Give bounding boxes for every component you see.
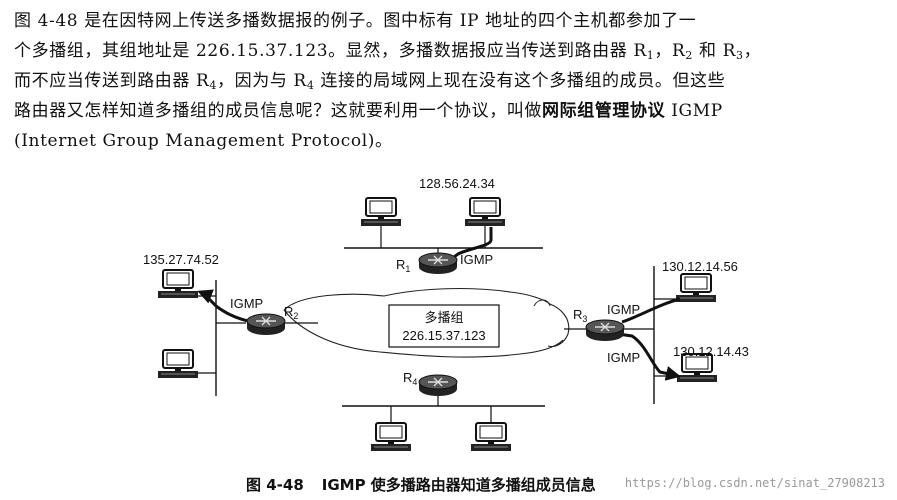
line-2-text: 个多播组，其组地址是 226.15.37.123。显然，多播数据报应当传送到路由… bbox=[14, 41, 647, 61]
body-paragraph: 图 4-48 是在因特网上传送多播数据报的例子。图中标有 IP 地址的四个主机都… bbox=[14, 6, 886, 156]
r4-subscript-a: 4 bbox=[209, 79, 218, 92]
ip-label-right-2: 130.12.14.43 bbox=[673, 344, 749, 359]
paragraph-line-2: 个多播组，其组地址是 226.15.37.123。显然，多播数据报应当传送到路由… bbox=[14, 36, 886, 66]
line-5-text: (Internet Group Management Protocol)。 bbox=[14, 131, 393, 151]
paragraph-line-5: (Internet Group Management Protocol)。 bbox=[14, 126, 886, 156]
router-r2 bbox=[246, 313, 286, 336]
igmp-path-right-2 bbox=[617, 332, 681, 381]
router-label-r1: R1 bbox=[396, 257, 410, 274]
ip-label-right-1: 130.12.14.56 bbox=[662, 259, 738, 274]
igmp-label-r2: IGMP bbox=[230, 296, 263, 311]
igmp-label-r3-bottom: IGMP bbox=[607, 350, 640, 365]
line-3-mid: ，因为与 R bbox=[217, 71, 307, 91]
paragraph-line-4: 路由器又怎样知道多播组的成员信息呢？这就要利用一个协议，叫做网际组管理协议 IG… bbox=[14, 96, 886, 126]
router-r3 bbox=[585, 319, 625, 342]
line-2-end: ， bbox=[743, 41, 762, 61]
host-left-bottom bbox=[157, 349, 199, 379]
ip-label-left: 135.27.74.52 bbox=[143, 252, 219, 267]
router-label-r2: R2 bbox=[284, 304, 298, 321]
host-left-member bbox=[157, 269, 199, 299]
igmp-label-r1: IGMP bbox=[460, 252, 493, 267]
figure-caption: 图 4-48 IGMP 使多播路由器知道多播组成员信息 bbox=[246, 474, 596, 495]
r1-subscript: 1 bbox=[646, 49, 655, 62]
igmp-label-r3-top: IGMP bbox=[607, 302, 640, 317]
line-2-sep-2: 和 R bbox=[693, 41, 737, 61]
group-address: 226.15.37.123 bbox=[402, 328, 485, 343]
r3-subscript: 3 bbox=[736, 49, 744, 62]
router-r1 bbox=[418, 252, 458, 275]
line-4-end: IGMP bbox=[665, 101, 723, 121]
watermark-url: https://blog.csdn.net/sinat_27908213 bbox=[624, 476, 885, 490]
router-r4 bbox=[418, 374, 458, 397]
r2-subscript: 2 bbox=[685, 49, 693, 62]
multicast-group-box bbox=[388, 304, 500, 348]
internet-cloud bbox=[283, 287, 570, 358]
paragraph-line-1: 图 4-48 是在因特网上传送多播数据报的例子。图中标有 IP 地址的四个主机都… bbox=[14, 6, 886, 36]
figure-number: 图 4-48 bbox=[246, 476, 304, 494]
host-right-member-1 bbox=[675, 273, 717, 303]
igmp-term-bold: 网际组管理协议 bbox=[542, 101, 666, 121]
r4-subscript-b: 4 bbox=[306, 79, 315, 92]
igmp-network-diagram: 多播组 226.15.37.123 128.56.24.34 135.27.74… bbox=[143, 176, 749, 452]
host-bottom-right bbox=[470, 422, 512, 452]
group-title: 多播组 bbox=[424, 310, 463, 325]
router-label-r4: R4 bbox=[403, 370, 417, 387]
line-4-text: 路由器又怎样知道多播组的成员信息呢？这就要利用一个协议，叫做 bbox=[14, 101, 542, 121]
host-bottom-left bbox=[370, 422, 412, 452]
paragraph-line-3: 而不应当传送到路由器 R4，因为与 R4 连接的局域网上现在没有这个多播组的成员… bbox=[14, 66, 886, 96]
ip-label-top: 128.56.24.34 bbox=[419, 176, 495, 191]
line-2-sep-1: ，R bbox=[654, 41, 686, 61]
line-1-text: 图 4-48 是在因特网上传送多播数据报的例子。图中标有 IP 地址的四个主机都… bbox=[14, 11, 697, 31]
igmp-path-left bbox=[197, 289, 253, 324]
figure-caption-text: IGMP 使多播路由器知道多播组成员信息 bbox=[321, 476, 596, 494]
host-top-member bbox=[464, 197, 506, 227]
igmp-path-right-1 bbox=[621, 297, 681, 324]
router-label-r3: R3 bbox=[573, 307, 587, 324]
line-3-text: 而不应当传送到路由器 R bbox=[14, 71, 210, 91]
host-top-left bbox=[360, 197, 402, 227]
line-3-end: 连接的局域网上现在没有这个多播组的成员。但这些 bbox=[314, 71, 726, 91]
igmp-path-top bbox=[445, 227, 493, 265]
